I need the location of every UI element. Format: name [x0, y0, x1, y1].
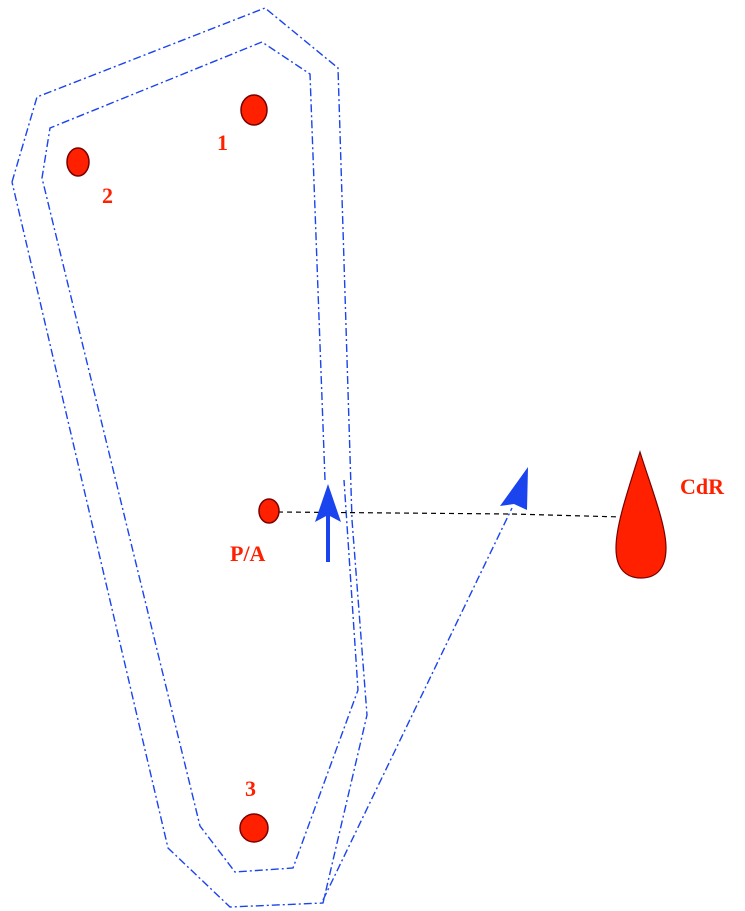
waypoint-2-label: 2	[102, 183, 113, 208]
waypoint-1-dot-icon	[240, 94, 268, 126]
inner-course-boundary	[41, 41, 359, 873]
waypoint-1-label: 1	[217, 130, 228, 155]
waypoint-3-label: 3	[245, 776, 256, 801]
waypoint-pa-label: P/A	[230, 541, 266, 566]
waypoint-3-dot-icon	[239, 813, 269, 843]
waypoint-pa-dot-icon	[258, 498, 280, 524]
approach-arrow-icon	[500, 467, 528, 510]
outer-course-boundary	[11, 7, 368, 908]
waypoint-2-dot-icon	[66, 147, 90, 177]
pa-to-cdr-leader-line	[277, 511, 623, 518]
direction-arrow-icon	[315, 484, 341, 562]
cdr-drop-icon	[615, 450, 667, 579]
approach-leg-line	[322, 507, 513, 901]
cdr-label: CdR	[680, 474, 725, 499]
